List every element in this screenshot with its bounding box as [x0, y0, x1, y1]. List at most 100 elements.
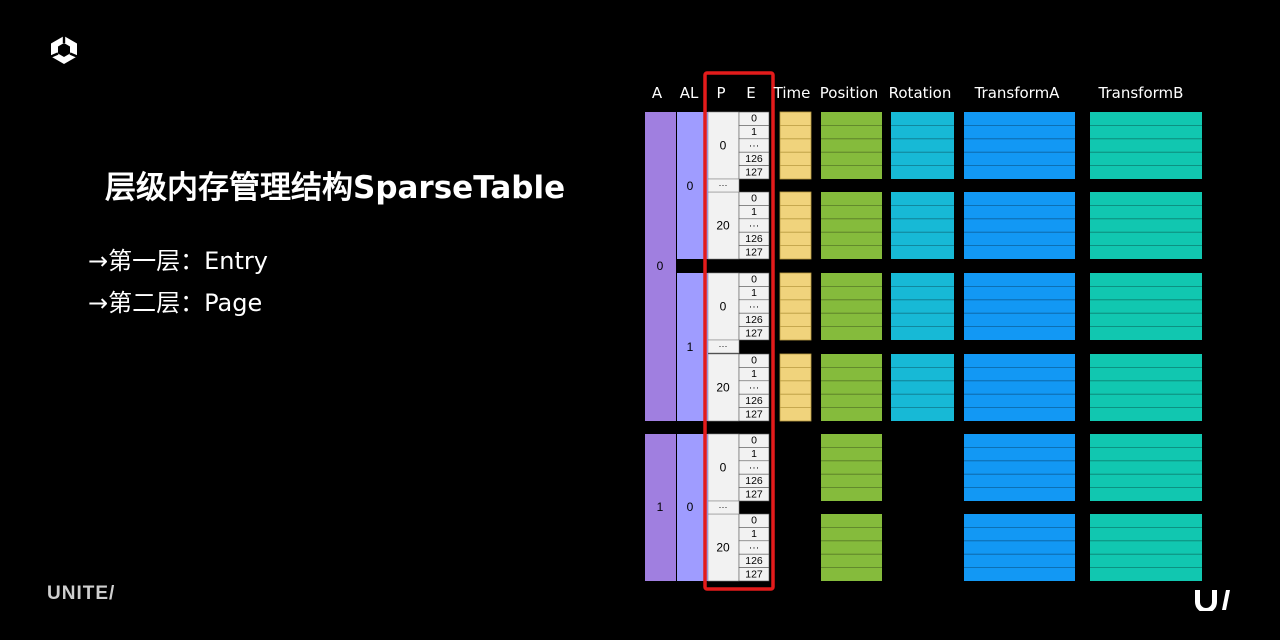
- column-header-rotation: Rotation: [888, 84, 952, 102]
- time-block-2: [779, 272, 812, 341]
- e-value-5-4: 127: [745, 568, 763, 580]
- rotation-block-1: [891, 192, 954, 259]
- e-cell-5-4: [738, 567, 770, 582]
- column-al-bar-0: [677, 112, 708, 259]
- transformb-block-0: [1090, 112, 1202, 179]
- p-cell-2: [707, 272, 740, 341]
- p-value-0: 0: [720, 139, 727, 153]
- position-block-2: [821, 273, 882, 340]
- unite-mark-icon: [1195, 590, 1230, 611]
- e-value-5-2: ···: [749, 542, 760, 554]
- e-value-2-3: 126: [745, 314, 763, 326]
- p-cell-1: [707, 191, 740, 260]
- e-value-0-1: 1: [751, 126, 757, 138]
- transforma-block-1: [964, 192, 1075, 259]
- e-cell-0-4: [738, 165, 770, 180]
- e-value-0-3: 126: [745, 153, 763, 165]
- e-value-5-1: 1: [751, 528, 757, 540]
- al-separator: [676, 259, 708, 273]
- p-value-2: 0: [720, 300, 727, 314]
- rotation-block-2: [891, 273, 954, 340]
- transformb-block-1: [1090, 192, 1202, 259]
- time-block-0: [779, 111, 812, 180]
- column-header-p: P: [716, 84, 726, 102]
- slide-title: 层级内存管理结构SparseTable: [105, 170, 566, 206]
- column-a-bar-1: [645, 434, 676, 581]
- e-cell-4-4: [738, 487, 770, 502]
- p-gap-label-2: ···: [719, 502, 728, 512]
- column-header-e: E: [746, 84, 756, 102]
- e-value-3-4: 127: [745, 408, 763, 420]
- position-block-1: [821, 192, 882, 259]
- column-header-transformb: TransformB: [1098, 84, 1184, 102]
- highlight-box-p-e: [703, 71, 775, 591]
- p-gap-cell-2: [707, 500, 740, 515]
- e-value-4-2: ···: [749, 462, 760, 474]
- e-cell-2-4: [738, 326, 770, 341]
- p-value-3: 20: [716, 381, 730, 395]
- e-value-2-0: 0: [751, 274, 757, 286]
- transformb-block-4: [1090, 434, 1202, 501]
- e-value-1-3: 126: [745, 233, 763, 245]
- e-value-1-0: 0: [751, 193, 757, 205]
- transformb-block-2: [1090, 273, 1202, 340]
- e-value-1-1: 1: [751, 206, 757, 218]
- unity-cube-icon: [50, 36, 78, 64]
- e-value-0-2: ···: [749, 140, 760, 152]
- position-block-3: [821, 354, 882, 421]
- a-value-1: 1: [657, 500, 664, 514]
- p-value-5: 20: [716, 541, 730, 555]
- column-header-transforma: TransformA: [974, 84, 1060, 102]
- transforma-block-3: [964, 354, 1075, 421]
- p-value-1: 20: [716, 219, 730, 233]
- e-value-3-0: 0: [751, 355, 757, 367]
- rotation-block-3: [891, 354, 954, 421]
- bullet-entry: →第一层：Entry: [88, 247, 268, 275]
- transformb-block-3: [1090, 354, 1202, 421]
- unite-wordmark: UNITE/: [47, 583, 116, 604]
- e-value-3-3: 126: [745, 395, 763, 407]
- bullet-page: →第二层：Page: [88, 289, 263, 317]
- e-value-0-0: 0: [751, 113, 757, 125]
- position-block-0: [821, 112, 882, 179]
- p-gap-label-0: ···: [719, 180, 728, 190]
- transforma-block-5: [964, 514, 1075, 581]
- al-value-2: 0: [687, 500, 694, 514]
- column-header-al: AL: [679, 84, 699, 102]
- time-block-1: [779, 191, 812, 260]
- column-a-bar-0: [645, 112, 676, 421]
- column-al-bar-1: [677, 273, 708, 421]
- column-header-time: Time: [773, 84, 811, 102]
- p-gap-label-1: ···: [719, 341, 728, 351]
- e-value-5-3: 126: [745, 555, 763, 567]
- transformb-block-5: [1090, 514, 1202, 581]
- e-value-0-4: 127: [745, 166, 763, 178]
- e-cell-3-4: [738, 407, 770, 422]
- rotation-block-0: [891, 112, 954, 179]
- e-value-4-0: 0: [751, 435, 757, 447]
- p-value-4: 0: [720, 461, 727, 475]
- al-value-1: 1: [687, 340, 694, 354]
- transforma-block-0: [964, 112, 1075, 179]
- e-value-4-4: 127: [745, 488, 763, 500]
- e-value-1-2: ···: [749, 220, 760, 232]
- p-gap-cell-1: [707, 339, 740, 354]
- column-al-bar-2: [677, 434, 708, 581]
- p-gap-cell-0: [707, 178, 740, 193]
- e-value-4-3: 126: [745, 475, 763, 487]
- e-value-5-0: 0: [751, 515, 757, 527]
- column-header-position: Position: [819, 84, 879, 102]
- e-value-2-4: 127: [745, 327, 763, 339]
- a-value-0: 0: [657, 259, 664, 273]
- time-block-3: [779, 353, 812, 422]
- column-header-a: A: [651, 84, 663, 102]
- al-value-0: 0: [687, 179, 694, 193]
- e-value-1-4: 127: [745, 246, 763, 258]
- e-cell-1-4: [738, 245, 770, 260]
- position-block-4: [821, 434, 882, 501]
- transforma-block-2: [964, 273, 1075, 340]
- e-value-3-2: ···: [749, 382, 760, 394]
- p-cell-3: [707, 353, 740, 422]
- e-value-3-1: 1: [751, 368, 757, 380]
- e-value-4-1: 1: [751, 448, 757, 460]
